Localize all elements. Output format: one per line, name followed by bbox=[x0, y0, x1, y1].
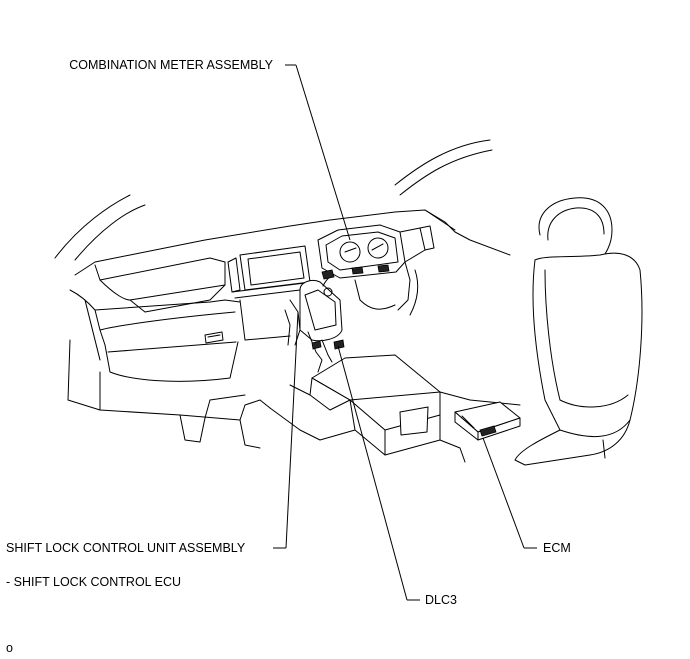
shift-lock-ecu-label: - SHIFT LOCK CONTROL ECU bbox=[6, 575, 181, 589]
combination-meter-label: COMBINATION METER ASSEMBLY bbox=[69, 58, 273, 72]
dlc3-label: DLC3 bbox=[425, 593, 457, 607]
corner-mark: o bbox=[6, 641, 13, 655]
shift-lock-unit-label: SHIFT LOCK CONTROL UNIT ASSEMBLY bbox=[6, 541, 246, 555]
ecm-label: ECM bbox=[543, 541, 571, 555]
leader-lines bbox=[273, 64, 537, 601]
interior-illustration bbox=[54, 139, 643, 466]
